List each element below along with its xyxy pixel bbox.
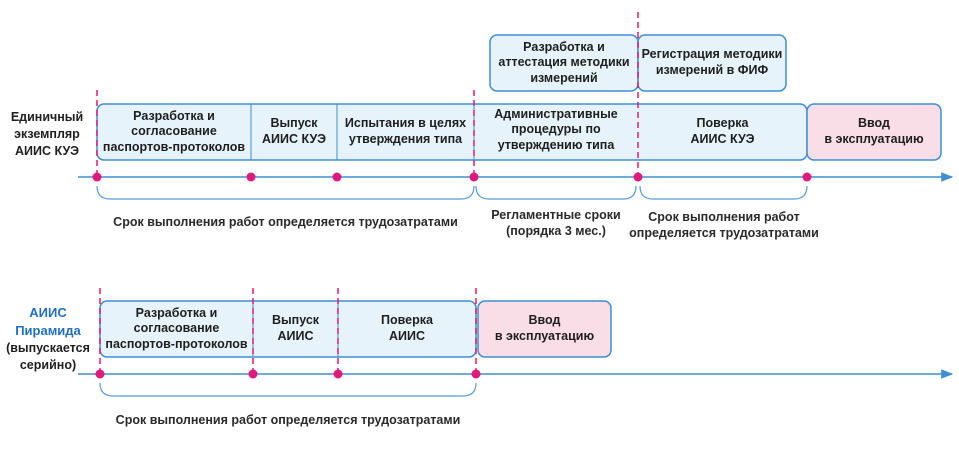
row2-stage-passports: Разработка и согласование паспортов-прот… xyxy=(105,305,248,351)
row1-milestone-dot xyxy=(802,172,812,182)
row1-milestone-dot xyxy=(469,172,479,182)
row1-brace-label-regulatory: Регламентные сроки (порядка 3 мес.) xyxy=(491,207,621,238)
row2-commissioning-box xyxy=(477,300,612,358)
row2-stage-release: Выпуск АИИС xyxy=(271,313,320,343)
row1-brace-labor-1 xyxy=(96,185,475,200)
row1-milestone-dot xyxy=(633,172,643,182)
row2-milestone-dot xyxy=(471,369,481,379)
row1-brace-regulatory xyxy=(475,185,637,200)
row1-commissioning-label: Ввод в эксплуатацию xyxy=(824,116,924,146)
upper-stage-method-registration: Регистрация методики измерений в ФИФ xyxy=(641,47,783,77)
row1-label: Единичный экземпляр АИИС КУЭ xyxy=(10,110,84,158)
row1-stage-type-testing: Испытания в целях утверждения типа xyxy=(344,116,467,146)
row1-stage-verification: Поверка АИИС КУЭ xyxy=(690,116,755,146)
row2-milestone-dot xyxy=(333,369,343,379)
row2-title: АИИС Пирамида xyxy=(15,305,81,338)
row1-milestone-dot xyxy=(246,172,256,182)
row1-stage-release: Выпуск АИИС КУЭ xyxy=(262,116,326,146)
upper-stage-method-development: Разработка и аттестация методики измерен… xyxy=(498,39,630,85)
row2-brace-label-labor: Срок выполнения работ определяется трудо… xyxy=(115,412,461,427)
row1-brace-label-labor-2: Срок выполнения работ определяется трудо… xyxy=(629,209,819,240)
row2-brace-labor xyxy=(99,382,477,397)
row1-stage-passports: Разработка и согласование паспортов-прот… xyxy=(102,108,246,154)
row1-commissioning-box xyxy=(806,103,942,161)
row2-milestone-dot xyxy=(248,369,258,379)
row1-stage-administrative: Административные процедуры по утверждени… xyxy=(494,106,618,152)
row1-brace-label-labor-1: Срок выполнения работ определяется трудо… xyxy=(113,214,458,229)
row2-stage-verification: Поверка АИИС xyxy=(381,313,433,343)
row1-milestone-dot xyxy=(92,172,102,182)
row2-milestone-dot xyxy=(95,369,105,379)
row1-brace-labor-2 xyxy=(639,185,808,200)
row2-subtitle: (выпускается серийно) xyxy=(6,341,90,372)
row1-milestone-dot xyxy=(332,172,342,182)
row2-commissioning-label: Ввод в эксплуатацию xyxy=(494,313,595,343)
